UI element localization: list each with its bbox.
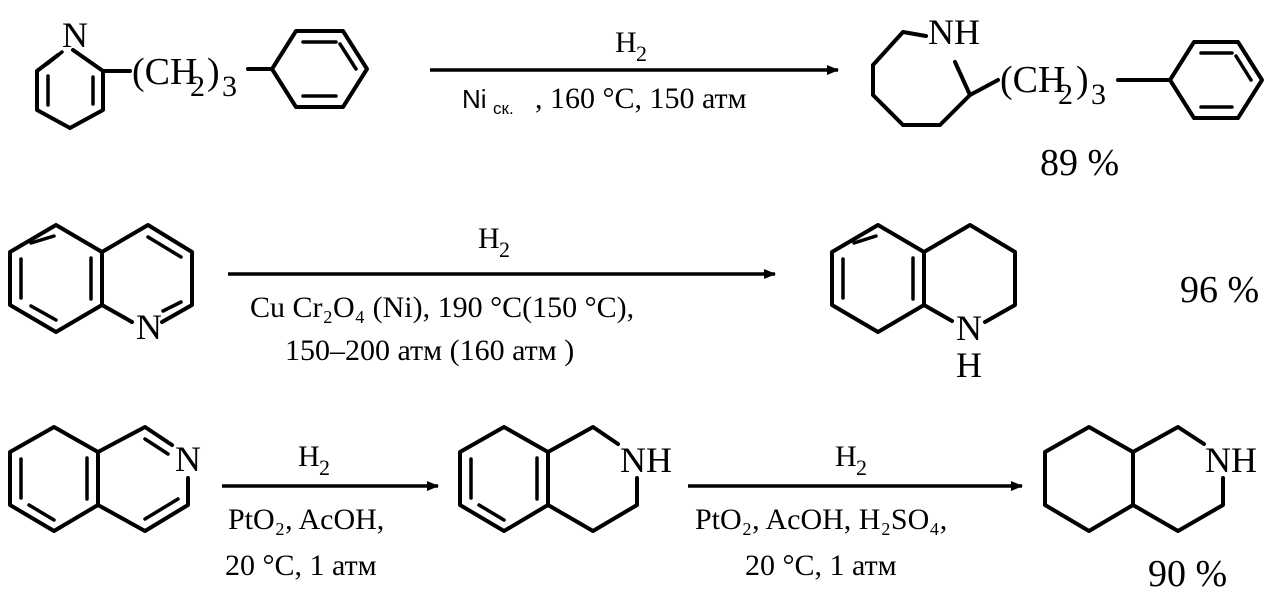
chain-close: ) bbox=[1076, 59, 1089, 101]
reaction-arrow-1: H 2 Ni ск. , 160 °C, 150 атм bbox=[430, 26, 839, 118]
conditions-3b-line2: PtO₂, AcOH, H₂SO₄, bbox=[695, 503, 947, 536]
chain-index: 3 bbox=[222, 70, 237, 103]
phenyl-ring-2 bbox=[1168, 40, 1264, 120]
product-1-chain: (CH 2 ) 3 bbox=[1000, 59, 1172, 111]
reagent-h: H bbox=[835, 440, 857, 473]
isoquinoline-nitrogen: N bbox=[175, 439, 201, 479]
reaction-2: N H 2 Cu Cr₂O₄ (Ni), 190 °C(150 °C), 150… bbox=[8, 222, 1259, 385]
reagent-h: H bbox=[478, 222, 500, 255]
conditions-3b-line3: 20 °C, 1 атм bbox=[745, 549, 897, 582]
quinoline: N bbox=[8, 223, 194, 347]
pyridine-nitrogen: N bbox=[62, 15, 88, 55]
conditions-3a-line2: PtO₂, AcOH, bbox=[228, 503, 384, 536]
conditions-1: , 160 °C, 150 атм bbox=[535, 82, 747, 115]
piperidine-ring: NH bbox=[871, 12, 1000, 127]
tetrahydroisoquinoline: NH bbox=[458, 425, 672, 533]
conditions-3a-line3: 20 °C, 1 атм bbox=[225, 549, 377, 582]
chain-sub: 2 bbox=[190, 70, 205, 103]
thq-nitrogen: N bbox=[956, 308, 982, 348]
reaction-arrow-2: H 2 Cu Cr₂O₄ (Ni), 190 °C(150 °C), 150–2… bbox=[228, 222, 776, 367]
yield-2: 96 % bbox=[1180, 269, 1259, 311]
reaction-arrow-3b: H 2 PtO₂, AcOH, H₂SO₄, 20 °C, 1 атм bbox=[688, 440, 1023, 582]
chain-close: ) bbox=[207, 51, 220, 93]
conditions-2-line3: 150–200 атм (160 атм ) bbox=[285, 334, 574, 367]
reagent-sub: 2 bbox=[856, 455, 867, 480]
tetrahydroquinoline: N H bbox=[830, 223, 1017, 385]
pyridine-ring: N bbox=[35, 15, 132, 130]
yield-1: 89 % bbox=[1040, 142, 1119, 184]
conditions-2-line2: Cu Cr₂O₄ (Ni), 190 °C(150 °C), bbox=[250, 291, 634, 324]
catalyst: Ni bbox=[462, 84, 487, 114]
thq-hydrogen: H bbox=[956, 345, 982, 385]
reaction-3: N H 2 PtO₂, AcOH, 20 °C, 1 атм NH H 2 Pt… bbox=[8, 425, 1257, 595]
reagent-sub: 2 bbox=[636, 41, 647, 66]
dhiq-nh: NH bbox=[1205, 440, 1257, 480]
catalyst-sub: ск. bbox=[493, 99, 514, 118]
chain-sub: 2 bbox=[1058, 78, 1073, 111]
decahydroisoquinoline: NH bbox=[1043, 425, 1257, 533]
chain-ch: (CH bbox=[1000, 59, 1065, 101]
isoquinoline: N bbox=[8, 425, 201, 533]
chain-ch: (CH bbox=[132, 51, 197, 93]
reagent-h: H bbox=[298, 440, 320, 473]
phenyl-ring-1 bbox=[270, 29, 369, 109]
reactant-1-chain: (CH 2 ) 3 bbox=[132, 51, 274, 103]
quinoline-nitrogen: N bbox=[136, 307, 162, 347]
reaction-1: N (CH 2 ) 3 H 2 Ni ск. , 160 °C, 150 атм bbox=[35, 12, 1264, 184]
piperidine-nh: NH bbox=[928, 12, 980, 52]
reagent-h: H bbox=[615, 26, 637, 59]
reagent-sub: 2 bbox=[499, 237, 510, 262]
reagent-sub: 2 bbox=[319, 455, 330, 480]
thiq-nh: NH bbox=[620, 440, 672, 480]
yield-3: 90 % bbox=[1148, 553, 1227, 595]
reaction-arrow-3a: H 2 PtO₂, AcOH, 20 °C, 1 атм bbox=[222, 440, 439, 582]
chain-index: 3 bbox=[1091, 78, 1106, 111]
